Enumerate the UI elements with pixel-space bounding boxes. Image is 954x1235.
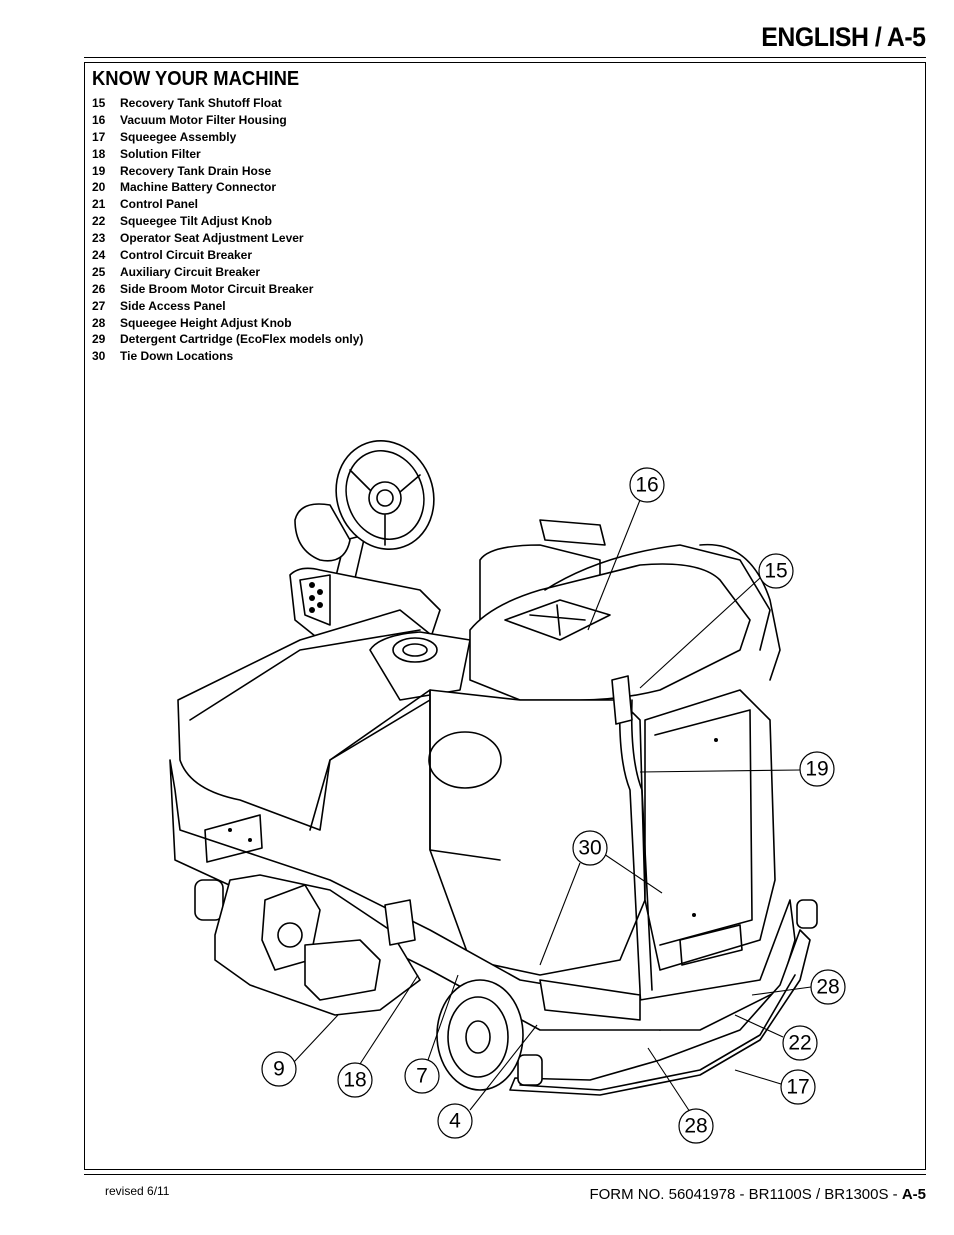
callout-9: 9 [261, 1051, 297, 1087]
section-title: KNOW YOUR MACHINE [92, 68, 300, 90]
footer-divider [84, 1174, 926, 1175]
content-frame [84, 62, 926, 1170]
callout-28-bottom: 28 [678, 1108, 714, 1144]
svg-text:19: 19 [805, 758, 828, 781]
callout-30: 30 [572, 830, 608, 866]
callout-18: 18 [337, 1062, 373, 1098]
header-divider [84, 57, 926, 58]
callout-15: 15 [758, 553, 794, 589]
callout-17: 17 [780, 1069, 816, 1105]
callout-28-top: 28 [810, 969, 846, 1005]
callout-7: 7 [404, 1058, 440, 1094]
callout-16: 16 [629, 467, 665, 503]
svg-text:7: 7 [416, 1065, 428, 1088]
page-number: A-5 [901, 1186, 926, 1203]
svg-text:15: 15 [764, 560, 787, 583]
callout-22: 22 [782, 1025, 818, 1061]
svg-text:4: 4 [449, 1110, 461, 1133]
leader-lines [293, 499, 812, 1113]
svg-text:22: 22 [788, 1032, 811, 1055]
page-title: ENGLISH / A-5 [761, 22, 927, 52]
revision-note: revised 6/11 [105, 1184, 170, 1198]
machine-illustration [169, 439, 818, 1096]
svg-text:28: 28 [816, 976, 839, 999]
callout-19: 19 [799, 751, 835, 787]
svg-text:28: 28 [684, 1115, 707, 1138]
svg-text:16: 16 [635, 474, 658, 497]
form-number: FORM NO. 56041978 - BR1100S / BR1300S - … [589, 1186, 926, 1203]
svg-text:30: 30 [578, 837, 601, 860]
callout-4: 4 [437, 1103, 473, 1139]
svg-text:17: 17 [786, 1076, 809, 1099]
svg-text:18: 18 [343, 1069, 366, 1092]
svg-text:9: 9 [273, 1058, 285, 1081]
